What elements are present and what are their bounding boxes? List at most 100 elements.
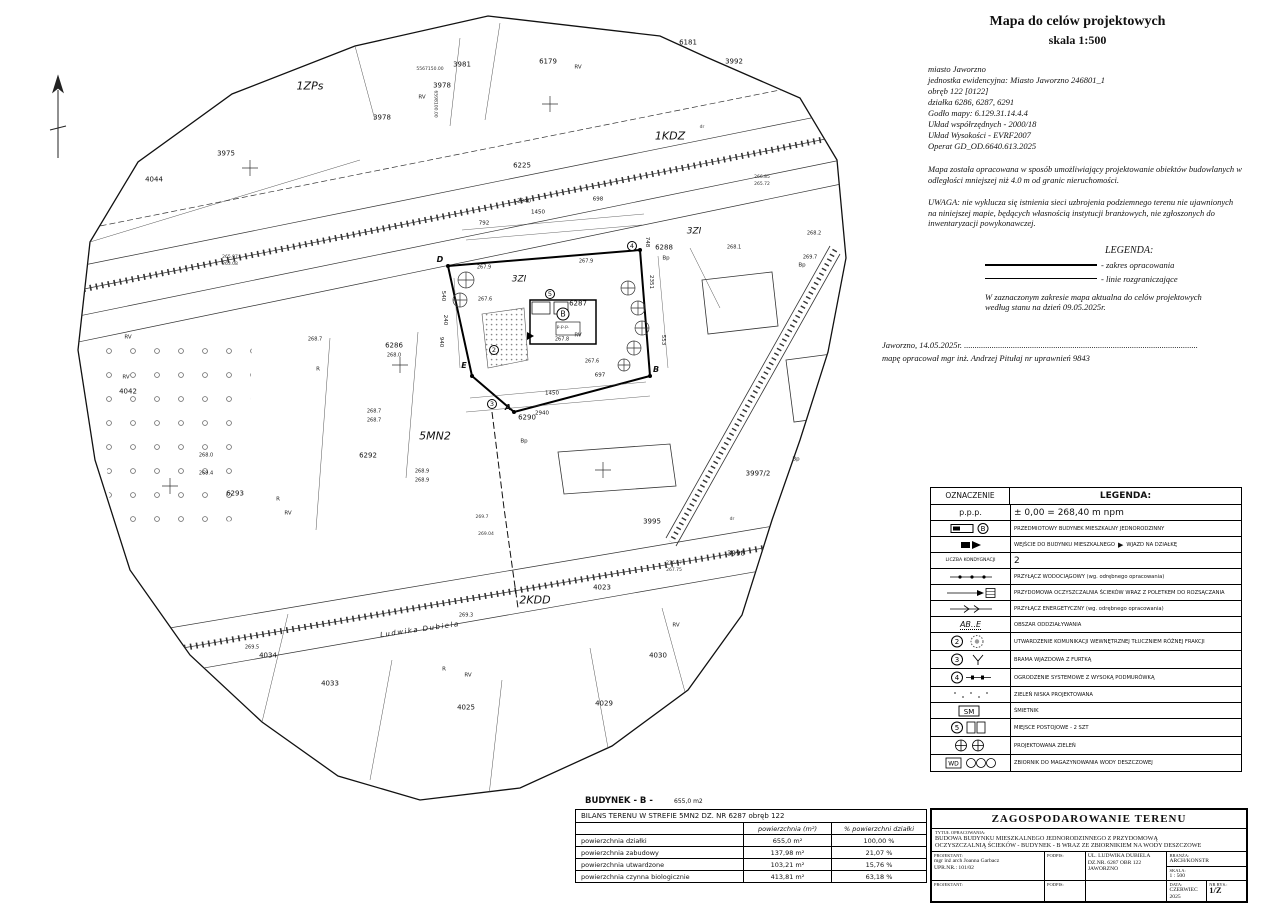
c5-symbol: 5 — [931, 719, 1011, 736]
legend-desc: ZBIORNIK DO MAGAZYNOWANIA WODY DESZCZOWE… — [1014, 760, 1153, 766]
drawing-no-sub-cell: NR RYS.: 1/Z — [1207, 881, 1246, 901]
legend-desc: PROJEKTOWANA ZIELEŃ — [1014, 742, 1076, 749]
sewage-symbol — [931, 585, 1011, 600]
signature-author-line: mapę opracował mgr inż. Andrzej Pitułaj … — [882, 352, 1090, 363]
map-label: RV — [464, 672, 472, 679]
legend-desc: PRZYŁĄCZ WODOCIĄGOWY (wg. odrębnego opra… — [1014, 573, 1165, 580]
info-line: Godło mapy: 6.129.31.14.4.4 — [928, 108, 1028, 118]
balance-header-row: powierzchnia (m²) % powierzchni działki — [576, 823, 926, 835]
svg-text:WD: WD — [948, 761, 959, 768]
map-label: R — [316, 366, 320, 373]
map-label: 1450 — [545, 390, 559, 397]
map-label: 268.9 — [414, 477, 430, 484]
balance-cell: 655,0 m² — [744, 835, 832, 846]
balance-cell: 103,21 m² — [744, 859, 832, 870]
legend-row: PRZYŁĄCZ WODOCIĄGOWY (wg. odrębnego opra… — [931, 569, 1241, 585]
svg-text:SM: SM — [963, 708, 973, 716]
map-drawing — [49, 15, 847, 801]
svg-text:3: 3 — [954, 656, 958, 664]
map-label: RV — [672, 622, 680, 629]
balance-cell: powierzchnia zabudowy — [576, 847, 744, 858]
title-block-row-bottom: PROJEKTANT: PODPIS: DATA: CZERWIEC 2025 … — [932, 881, 1246, 902]
map-label: 1KDZ — [654, 129, 686, 143]
balance-table: BILANS TERENU W STREFIE 5MN2 DZ. NR 6287… — [575, 809, 927, 883]
scale-value: 1 : 500 — [1169, 872, 1186, 879]
map-label: 269.3 — [458, 612, 474, 619]
branch-value: ARCH/KONSTR — [1169, 858, 1209, 864]
signature-date-line: Jaworzno, 14.05.2025r. .................… — [882, 339, 1198, 350]
map-label: 268.7 — [366, 417, 382, 424]
legend-row: PROJEKTOWANA ZIELEŃ — [931, 737, 1241, 755]
utility-line — [491, 411, 519, 609]
map-label: 268.2 — [806, 230, 822, 237]
map-label: 3ZI — [686, 226, 702, 237]
dots-symbol — [931, 687, 1011, 702]
legend-top-label: - linie rozgraniczające — [1101, 273, 1178, 284]
balance-header-empty — [576, 823, 744, 834]
svg-text:5: 5 — [954, 724, 958, 732]
legend-desc: ZIELEŃ NISKA PROJEKTOWANA — [1014, 691, 1093, 698]
map-label: 4042 — [119, 387, 137, 396]
designer2-label: PROJEKTANT: — [934, 882, 964, 888]
date-drawing-cell: DATA: CZERWIEC 2025 NR RYS.: 1/Z — [1167, 881, 1246, 902]
upper-road-hatching — [78, 125, 846, 303]
map-label: 6286 — [385, 341, 403, 350]
signature2-cell: PODPIS: — [1045, 881, 1086, 902]
c3-symbol: 3 — [931, 651, 1011, 668]
map-label: 263.08 — [222, 261, 238, 267]
map-label: 267.6 — [584, 358, 600, 365]
boundary-points — [446, 248, 652, 414]
text-symbol: p.p.p. — [931, 505, 1011, 520]
map-label: R — [276, 496, 280, 503]
legend-row: PRZYDOMOWA OCZYSZCZALNIA ŚCIEKÓW WRAZ Z … — [931, 585, 1241, 601]
map-label: 268.9 — [414, 468, 430, 475]
map-label: 1450 — [531, 209, 545, 216]
thick-line-sample — [985, 263, 1097, 266]
map-label: RV — [122, 374, 130, 381]
map-label: 6288 — [655, 243, 673, 252]
legend-desc: 2 — [1014, 555, 1020, 566]
right-column: Mapa do celów projektowych skala 1:500 m… — [882, 14, 1255, 365]
balance-cell: powierzchnia utwardzone — [576, 859, 744, 870]
legend-desc: MIEJSCE POSTOJOWE - 2 SZT — [1014, 724, 1089, 731]
legend-top-title: LEGENDA: — [1105, 244, 1154, 256]
balance-title: BILANS TERENU W STREFIE 5MN2 DZ. NR 6287… — [576, 810, 926, 823]
map-label: E — [461, 361, 467, 370]
north-arrow — [49, 74, 67, 158]
map-label: 268.1 — [726, 244, 742, 251]
map-label: 4 — [627, 241, 637, 251]
building-area: 655,0 m2 — [674, 798, 703, 805]
map-label: 4030 — [649, 651, 667, 660]
legend-row: 5 MIEJSCE POSTOJOWE - 2 SZT — [931, 719, 1241, 737]
map-label: 269.7 — [475, 514, 489, 520]
map-label: RV — [124, 334, 132, 341]
title-block-title-row: TYTUŁ OPRACOWANIA: BUDOWA BUDYNKU MIESZK… — [932, 829, 1246, 852]
address-line2: DZ.NR. 6287 OBR 122 — [1087, 859, 1142, 866]
map-label: 6287 — [569, 299, 587, 308]
map-label: 268.0 — [198, 452, 214, 459]
map-label: 3998 — [727, 549, 745, 558]
map-label: 268.0 — [386, 352, 402, 359]
designer2-cell: PROJEKTANT: — [932, 881, 1046, 902]
map-label: dr — [699, 124, 705, 130]
project-title-line2: OCZYSZCZALNIĄ ŚCIEKÓW - BUDYNEK - B WRAZ… — [935, 842, 1202, 850]
balance-cell: 137,98 m² — [744, 847, 832, 858]
legend-table: OZNACZENIE LEGENDA: p.p.p.± 0,00 = 268,4… — [930, 487, 1242, 772]
legend-symbol-text: p.p.p. — [959, 508, 982, 517]
legend-table-header: OZNACZENIE LEGENDA: — [930, 487, 1241, 505]
legend-top-items: - zakres opracowania- linie rozgraniczaj… — [900, 260, 1255, 284]
legend-validity: W zaznaczonym zakresie mapa aktualna do … — [985, 291, 1202, 313]
info-line: Operat GD_OD.6640.613.2025 — [928, 141, 1037, 151]
note-paragraph-2: UWAGA: nie wyklucza się istnienia sieci … — [928, 197, 1234, 228]
map-label: 265.97 — [222, 254, 238, 260]
map-label: 269.4 — [198, 470, 214, 477]
legend-row: p.p.p.± 0,00 = 268,40 m npm — [931, 505, 1241, 521]
map-label: 267.75 — [666, 567, 682, 573]
